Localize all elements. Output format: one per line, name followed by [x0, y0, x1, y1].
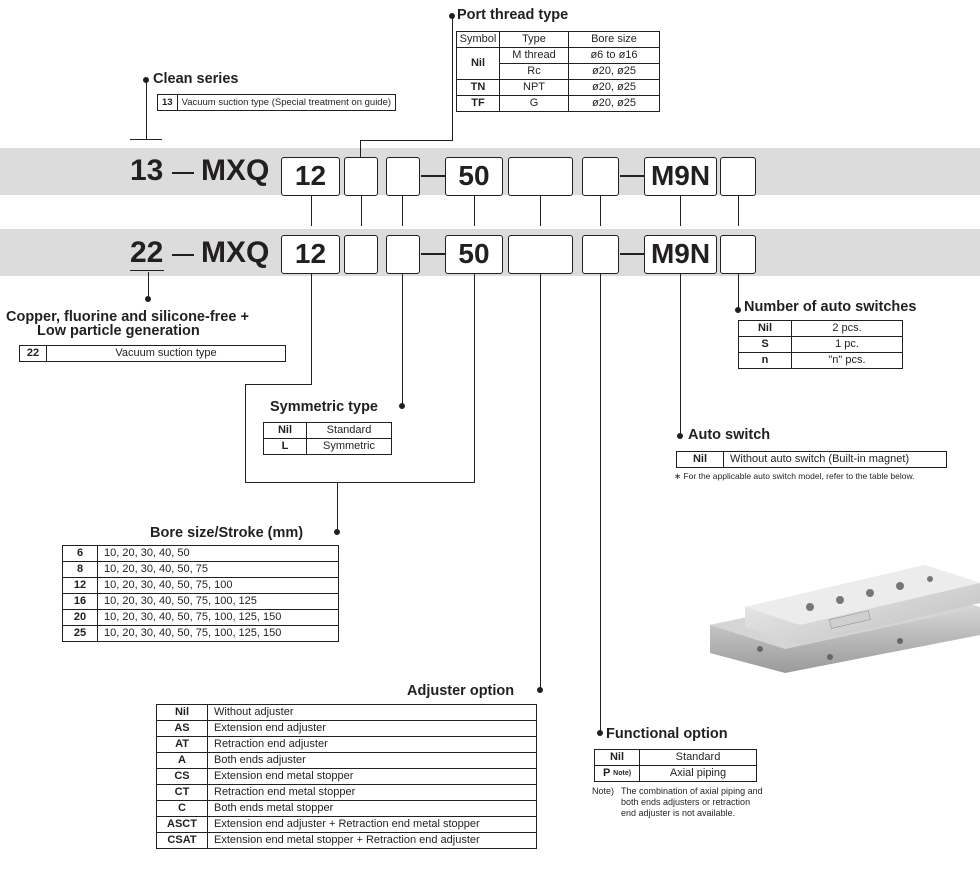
dash [620, 253, 644, 255]
auto-switch-title: Auto switch [688, 427, 771, 443]
symmetric-box [386, 157, 420, 196]
functional-box [582, 235, 619, 274]
connector-line [738, 274, 739, 310]
connector-dot [399, 403, 405, 409]
bore-stroke-title: Bore size/Stroke (mm) [150, 525, 304, 541]
functional-note: The combination of axial piping and both… [621, 786, 763, 818]
model-mxq: MXQ [201, 236, 270, 269]
symmetric-box [386, 235, 420, 274]
connector-line [540, 274, 541, 690]
connector-dot [597, 730, 603, 736]
dash [172, 172, 194, 174]
connector-line [148, 272, 149, 297]
connector-line [474, 196, 475, 226]
connector-line [402, 274, 403, 406]
connector-line [311, 274, 312, 384]
connector-line [540, 196, 541, 226]
dash [172, 254, 194, 256]
port-thread-box [344, 157, 378, 196]
auto-switch-box: M9N [644, 235, 717, 274]
connector-line [146, 80, 147, 140]
bore-box: 12 [281, 235, 340, 274]
dash [421, 175, 445, 177]
connector-line [474, 274, 475, 483]
connector-line [337, 482, 338, 532]
connector-line [361, 196, 362, 226]
auto-switch-note: ∗ For the applicable auto switch model, … [674, 471, 915, 481]
clean-series-title: Clean series [153, 71, 239, 87]
functional-title: Functional option [606, 726, 728, 742]
num-switches-title: Number of auto switches [744, 299, 917, 315]
stroke-box: 50 [445, 235, 503, 274]
connector-dot [145, 296, 151, 302]
adjuster-box [508, 235, 573, 274]
prefix-13: 13 [130, 154, 164, 187]
connector-line [245, 482, 475, 483]
dash [421, 253, 445, 255]
connector-line [130, 139, 162, 140]
copper-free-title: Copper, fluorine and silicone-free + [6, 309, 249, 325]
port-thread-box [344, 235, 378, 274]
connector-dot [537, 687, 543, 693]
connector-line [311, 196, 312, 226]
symmetric-title: Symmetric type [270, 399, 378, 415]
bore-box: 12 [281, 157, 340, 196]
prefix-22: 22 [130, 236, 164, 269]
adjuster-title: Adjuster option [407, 683, 515, 699]
functional-box [582, 157, 619, 196]
adjuster-box [508, 157, 573, 196]
connector-dot [677, 433, 683, 439]
prefix-underline [130, 270, 164, 271]
connector-line [680, 274, 681, 436]
dash [620, 175, 644, 177]
auto-switch-box: M9N [644, 157, 717, 196]
port-thread-title: Port thread type [457, 7, 569, 23]
connector-line [452, 16, 453, 141]
functional-note-label: Note) [592, 786, 615, 796]
connector-line [402, 196, 403, 226]
connector-line [245, 384, 312, 385]
connector-dot [735, 307, 741, 313]
connector-line [738, 196, 739, 226]
connector-line [245, 384, 246, 482]
copper-free-title-line2: Low particle generation [37, 323, 200, 339]
num-switches-box [720, 235, 756, 274]
connector-dot [449, 13, 455, 19]
connector-line [360, 140, 361, 160]
connector-dot [143, 77, 149, 83]
connector-line [360, 140, 452, 141]
port-thread-table: Symbol Type Bore size Nil M thread ø6 to… [456, 31, 660, 112]
product-image [710, 565, 980, 673]
model-mxq: MXQ [201, 154, 270, 187]
connector-line [680, 196, 681, 226]
connector-line [600, 196, 601, 226]
stroke-box: 50 [445, 157, 503, 196]
num-switches-box [720, 157, 756, 196]
connector-dot [334, 529, 340, 535]
connector-line [600, 274, 601, 733]
